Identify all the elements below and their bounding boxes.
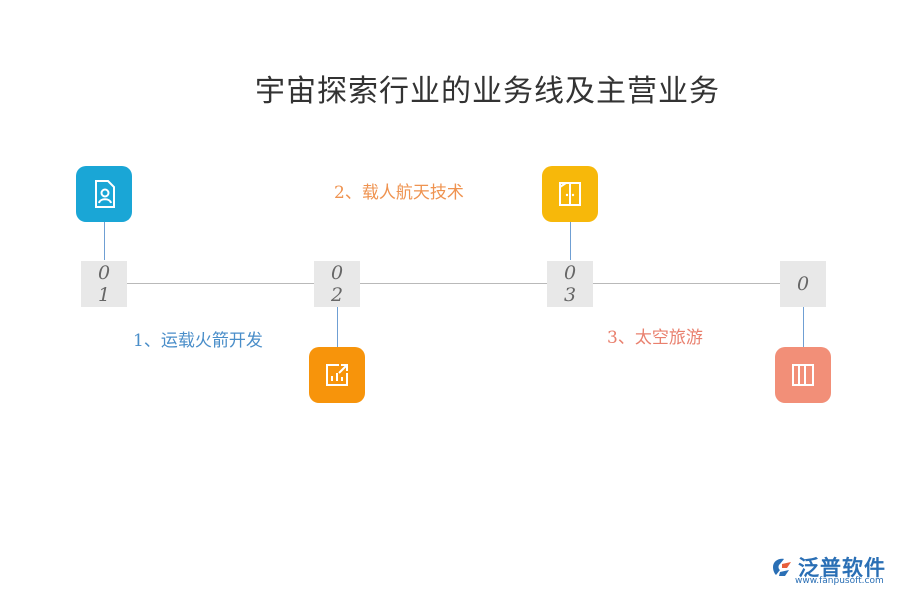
step-4-number-top: 0 — [796, 273, 810, 295]
step-4-icon-box — [775, 347, 831, 403]
step-1-number-top: 0 — [97, 262, 111, 284]
columns-icon — [792, 364, 814, 386]
step-3-icon-box — [542, 166, 598, 222]
step-4-connector — [803, 307, 804, 347]
step-4-number: 0 — [780, 261, 826, 307]
step-2-icon-box — [309, 347, 365, 403]
step-2-number-bottom: 2 — [330, 284, 344, 306]
step-1-number: 0 1 — [81, 261, 127, 307]
page-title: 宇宙探索行业的业务线及主营业务 — [255, 74, 720, 109]
step-3-connector — [570, 222, 571, 260]
timeline-line — [105, 283, 805, 284]
step-1-number-bottom: 1 — [97, 284, 111, 306]
logo-url: www.fanpusoft.com — [795, 576, 884, 586]
step-2-number-top: 0 — [330, 262, 344, 284]
step-3-number-bottom: 3 — [563, 284, 577, 306]
chart-export-icon — [326, 364, 348, 386]
step-1-label: 1、运载火箭开发 — [133, 331, 263, 351]
step-3-number: 0 3 — [547, 261, 593, 307]
step-1-connector — [104, 222, 105, 260]
fanpu-logo-icon — [773, 558, 791, 576]
logo-name: 泛普软件 — [798, 556, 886, 580]
step-2-label: 2、载人航天技术 — [334, 183, 464, 203]
fanpu-logo: 泛普软件 — [770, 552, 886, 582]
door-panel-icon — [559, 182, 581, 206]
step-2-number: 0 2 — [314, 261, 360, 307]
step-3-label: 3、太空旅游 — [607, 328, 703, 348]
step-3-number-top: 0 — [563, 262, 577, 284]
document-user-icon — [95, 180, 115, 208]
step-2-connector — [337, 307, 338, 347]
step-1-icon-box — [76, 166, 132, 222]
